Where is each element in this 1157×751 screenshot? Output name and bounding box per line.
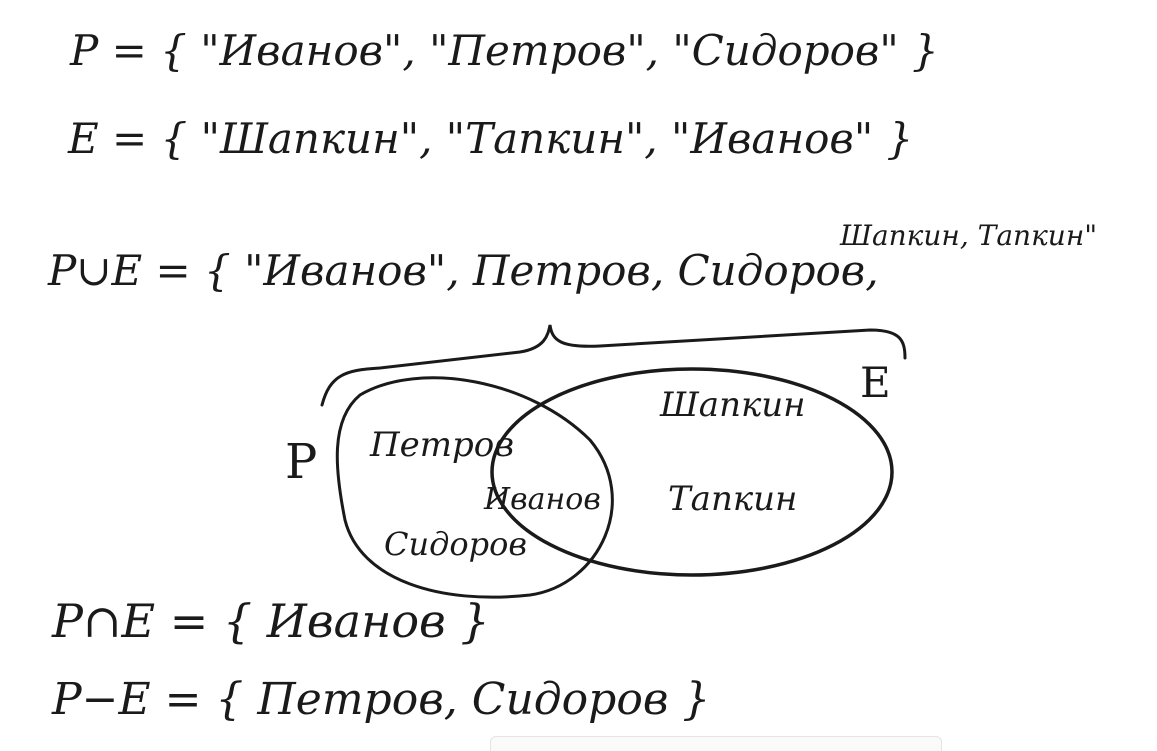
venn-e-only-item: Тапкин <box>668 479 798 519</box>
bottom-panel-edge <box>490 736 942 751</box>
venn-label-p: P <box>285 434 318 490</box>
union-brace <box>320 324 907 407</box>
venn-intersection-item: Иванов <box>484 482 601 517</box>
equation-union: P∪E = { "Иванов", Петров, Сидоров, <box>48 246 879 295</box>
equation-e-set: E = { "Шапкин", "Тапкин", "Иванов" } <box>68 114 914 163</box>
equation-intersection: P∩E = { Иванов } <box>52 594 490 648</box>
equation-p-set: P = { "Иванов", "Петров", "Сидоров" } <box>70 26 939 75</box>
venn-p-only-item: Петров <box>370 425 515 465</box>
set-p-outline <box>335 376 614 599</box>
venn-p-only-item: Сидоров <box>384 525 528 563</box>
equation-difference: P−E = { Петров, Сидоров } <box>52 674 711 725</box>
equation-union-tail: Шапкин, Тапкин" <box>840 219 1098 252</box>
set-e-outline <box>490 367 894 577</box>
venn-label-e: E <box>860 358 891 407</box>
venn-e-only-item: Шапкин <box>660 385 806 425</box>
